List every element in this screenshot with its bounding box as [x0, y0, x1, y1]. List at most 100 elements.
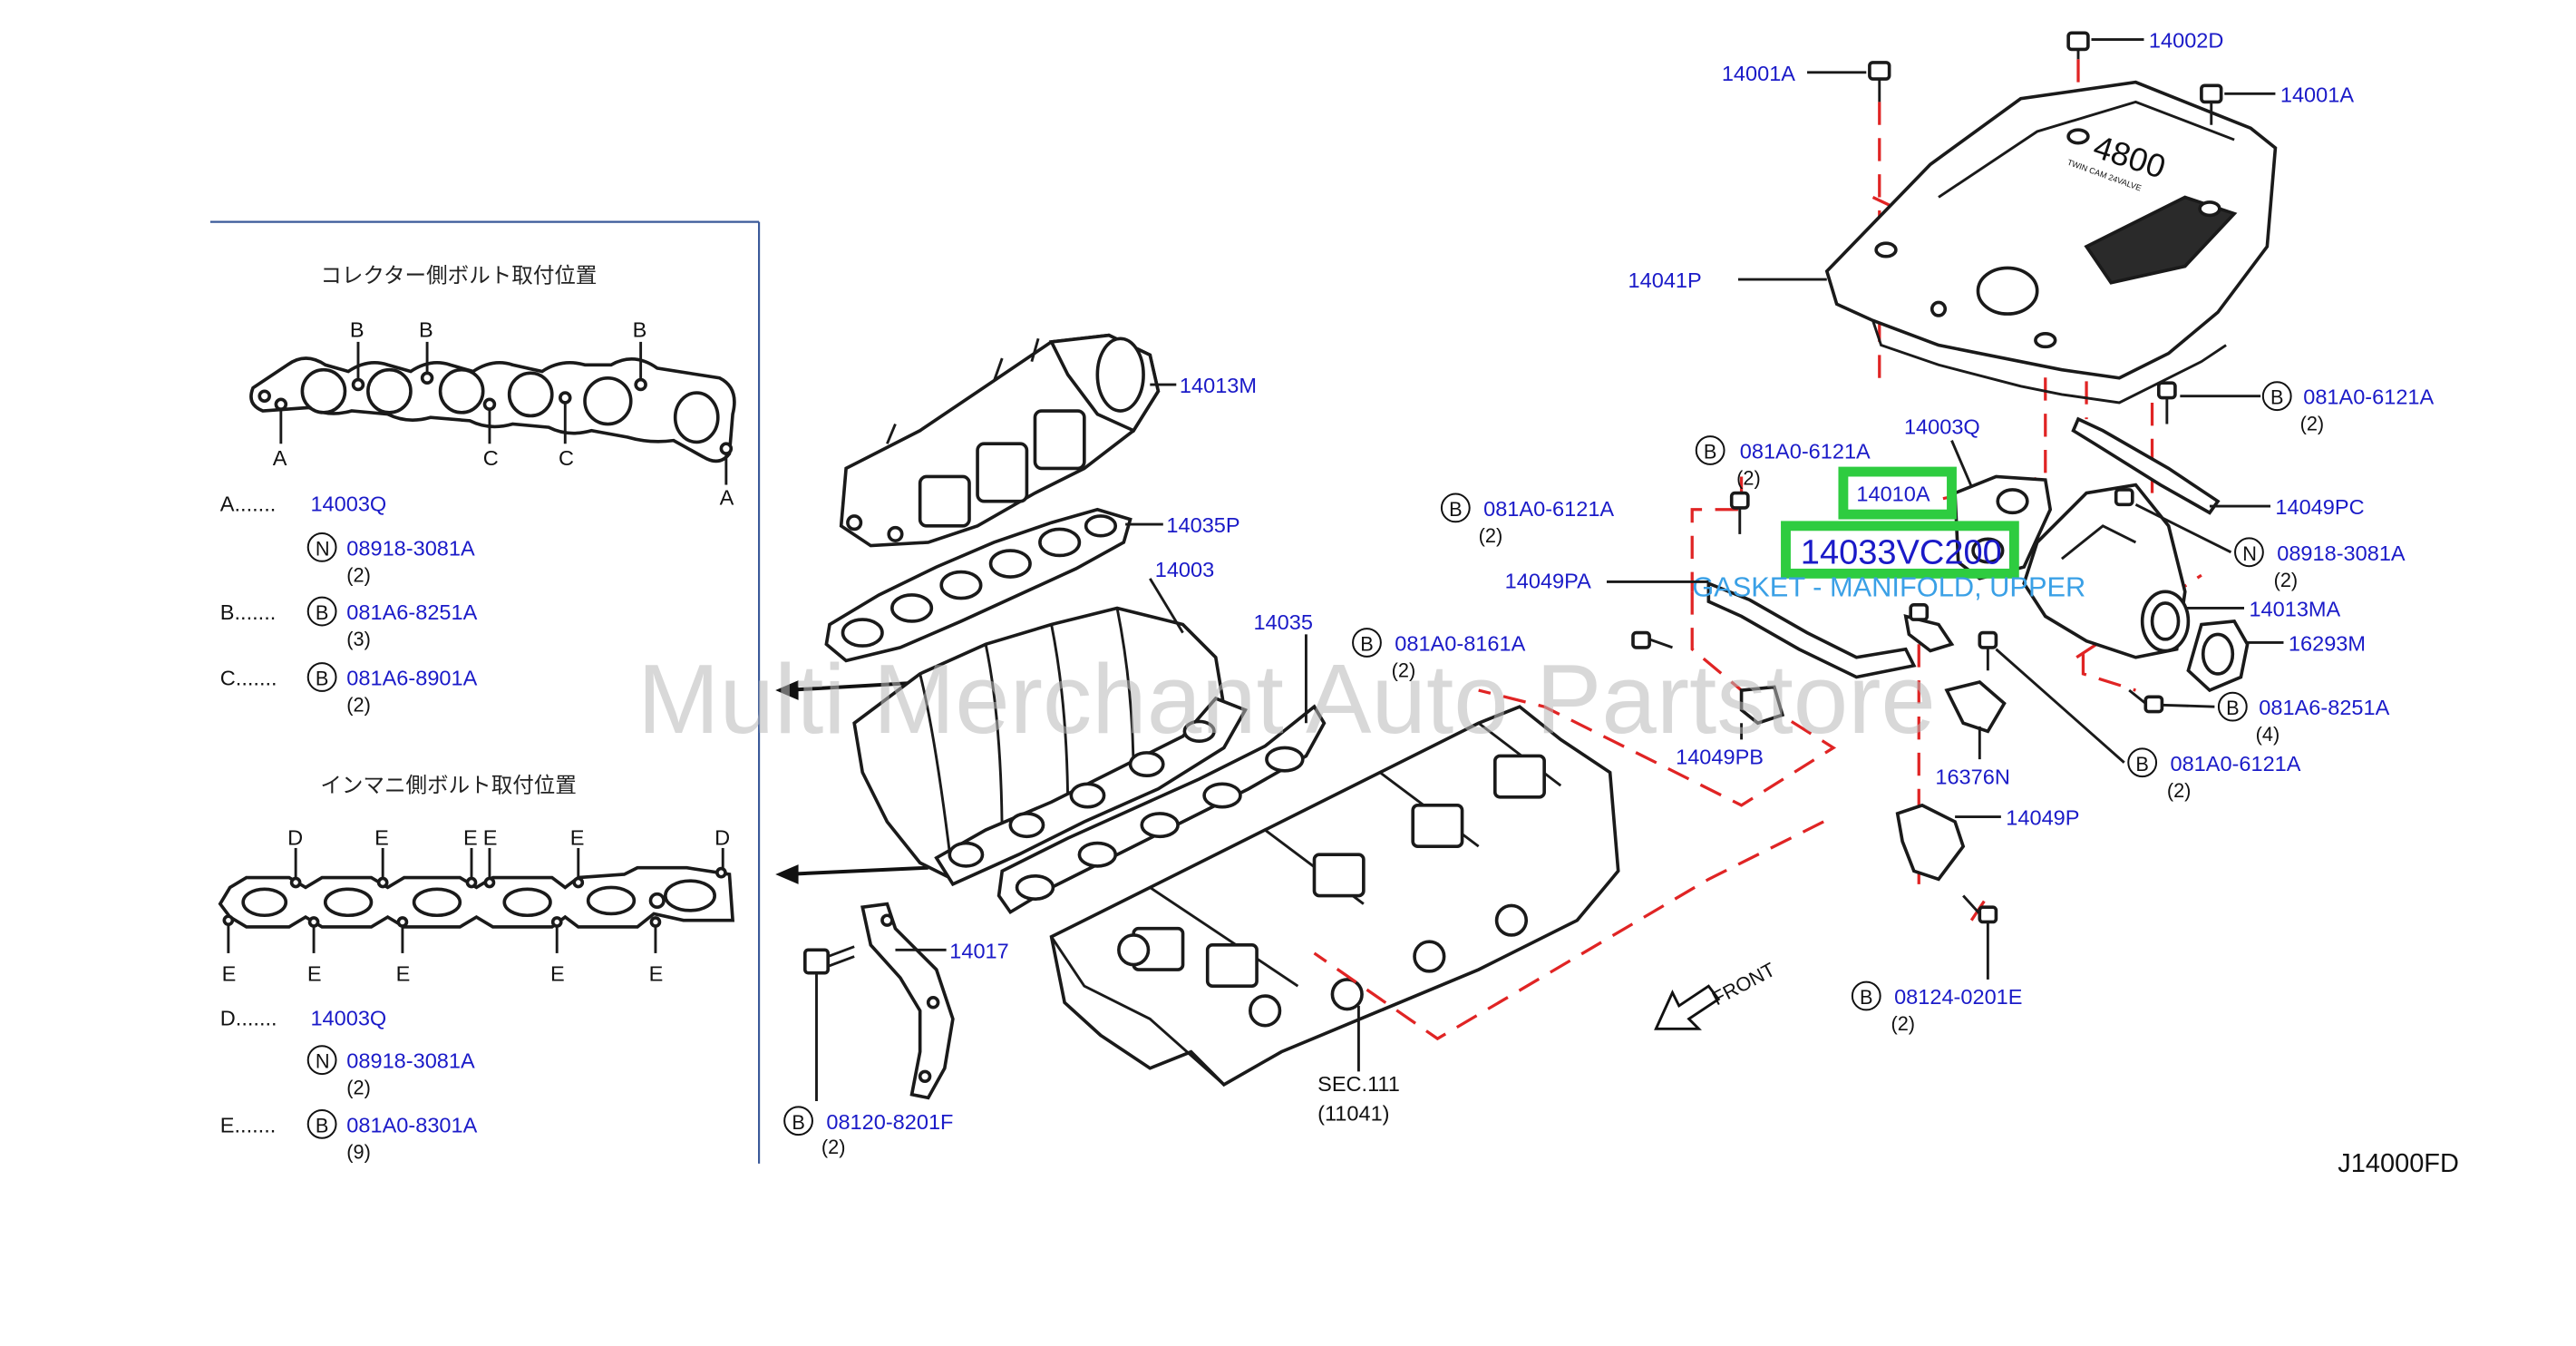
label-14017[interactable]: 14017 [949, 939, 1008, 962]
marker-e-3: E [483, 825, 498, 849]
b-circle-icon [2127, 747, 2158, 778]
legend-qty-081a6-8251a: (3) [346, 628, 371, 650]
marker-e-9: E [649, 962, 664, 986]
label-08124-0201e[interactable]: 08124-0201E [1894, 985, 2022, 1009]
label-sec-111: SEC.111 [1317, 1072, 1400, 1096]
label-sec-11041: (11041) [1317, 1102, 1389, 1126]
b-circle-icon [306, 596, 337, 627]
legend-key-b: B....... [220, 600, 277, 624]
marker-e-4: E [570, 825, 585, 849]
label-081a0-8161a[interactable]: 081A0-8161A [1395, 632, 1525, 656]
label-14002d[interactable]: 14002D [2149, 29, 2223, 53]
label-14013ma[interactable]: 14013MA [2249, 597, 2340, 620]
cover-bolts [1868, 31, 2223, 125]
legend-part-08918-d[interactable]: 08918-3081A [346, 1049, 475, 1073]
marker-a-1: A [273, 446, 287, 470]
collector-gasket-drawing [249, 341, 736, 485]
label-081a0-6121a-b[interactable]: 081A0-6121A [1483, 497, 1614, 521]
qty-08120-8201f: (2) [821, 1136, 846, 1158]
label-14049p[interactable]: 14049P [2006, 806, 2079, 830]
qty-081a0-8161a: (2) [1392, 659, 1416, 682]
label-081a6-8251a[interactable]: 081A6-8251A [2259, 696, 2389, 719]
qty-081a0-6121a-b: (2) [1479, 524, 1503, 547]
bracket-14017-drawing [803, 902, 955, 1100]
upper-collector-drawing [839, 333, 1161, 548]
label-14041p[interactable]: 14041P [1628, 268, 1702, 292]
marker-b-3: B [633, 317, 647, 341]
label-14049pa[interactable]: 14049PA [1505, 570, 1591, 593]
label-14001a-left[interactable]: 14001A [1722, 62, 1795, 85]
label-14033vc200[interactable]: 14033VC200 [1801, 534, 2002, 572]
label-14035[interactable]: 14035 [1253, 610, 1312, 634]
b-circle-icon [1352, 628, 1382, 658]
label-08120-8201f[interactable]: 08120-8201F [826, 1110, 953, 1134]
circle-6121a-c: B [2270, 386, 2284, 409]
marker-e-1: E [374, 825, 389, 849]
label-14003[interactable]: 14003 [1155, 558, 1214, 581]
label-16376n[interactable]: 16376N [1935, 765, 2009, 788]
legend-part-081a6-8251a[interactable]: 081A6-8251A [346, 600, 477, 624]
legend-part-081a0-8301a[interactable]: 081A0-8301A [346, 1113, 477, 1136]
b-circle-icon [783, 1106, 813, 1136]
right-assembly-drawing [1631, 381, 2250, 924]
legend-part-081a6-8901a[interactable]: 081A6-8901A [346, 667, 477, 690]
legend-part-14003q-d[interactable]: 14003Q [310, 1007, 386, 1030]
marker-e-8: E [550, 962, 565, 986]
highlight-14010a-box [1838, 466, 1957, 520]
marker-e-6: E [307, 962, 322, 986]
marker-a-2: A [720, 485, 734, 509]
front-arrow-icon [1654, 984, 1721, 1030]
circle-08124: B [1860, 986, 1873, 1009]
cylinder-head-drawing [1049, 705, 1620, 1088]
collector-bolt-title: コレクター側ボルト取付位置 [320, 263, 597, 288]
legend-panel: コレクター側ボルト取付位置 B B [209, 220, 761, 1164]
label-14035p[interactable]: 14035P [1166, 513, 1239, 537]
label-14049pb[interactable]: 14049PB [1676, 746, 1764, 769]
legend-key-a: A....... [220, 493, 277, 516]
gasket-14035p-drawing [824, 507, 1132, 663]
gasket-14035-drawing [996, 704, 1327, 915]
label-081a0-6121a-c[interactable]: 081A0-6121A [2303, 385, 2434, 409]
legend-circle-b-e: B [316, 1114, 329, 1136]
n-circle-icon [2234, 537, 2264, 568]
legend-arrows [775, 679, 928, 884]
label-14003q[interactable]: 14003Q [1904, 415, 1980, 438]
label-14013m[interactable]: 14013M [1180, 374, 1257, 397]
qty-081a0-6121a-c: (2) [2300, 413, 2325, 435]
circle-8161a: B [1360, 633, 1374, 656]
manifold-gasket-drawing [218, 847, 735, 953]
label-14049pc[interactable]: 14049PC [2275, 495, 2364, 519]
b-circle-icon [1695, 435, 1725, 465]
legend-part-14003q-a[interactable]: 14003Q [310, 493, 386, 516]
n-circle-icon [306, 1045, 337, 1076]
marker-b-1: B [350, 317, 365, 341]
qty-081a0-6121a-a: (2) [1736, 467, 1761, 490]
marker-e-5: E [222, 962, 237, 986]
marker-c-1: C [483, 446, 499, 470]
legend-qty-08918-d: (2) [346, 1077, 371, 1099]
label-081a0-6121a-d[interactable]: 081A0-6121A [2170, 752, 2300, 775]
legend-qty-081a6-8901a: (2) [346, 694, 371, 717]
label-14010a[interactable]: 14010A [1856, 483, 1930, 506]
label-08918-3081a[interactable]: 08918-3081A [2277, 541, 2406, 565]
legend-qty-08918-a: (2) [346, 563, 371, 586]
b-circle-icon [1440, 493, 1471, 523]
b-circle-icon [1851, 980, 1881, 1011]
legend-part-08918-a[interactable]: 08918-3081A [346, 536, 475, 560]
highlight-14033vc200-box [1781, 521, 2019, 579]
circle-6121a-a: B [1704, 441, 1717, 463]
label-081a0-6121a-a[interactable]: 081A0-6121A [1740, 440, 1871, 463]
intake-manifold-drawing [852, 606, 1248, 887]
qty-081a0-6121a-d: (2) [2167, 779, 2192, 802]
marker-d-1: D [287, 825, 303, 849]
legend-key-e: E....... [220, 1113, 277, 1136]
b-circle-icon [306, 662, 337, 692]
qty-08918-3081a: (2) [2274, 569, 2299, 591]
label-14001a-right[interactable]: 14001A [2280, 83, 2354, 106]
b-circle-icon [2261, 381, 2292, 412]
n-circle-icon [306, 532, 337, 562]
marker-d-2: D [714, 825, 730, 849]
b-circle-icon [306, 1108, 337, 1139]
label-16293m[interactable]: 16293M [2289, 632, 2366, 656]
